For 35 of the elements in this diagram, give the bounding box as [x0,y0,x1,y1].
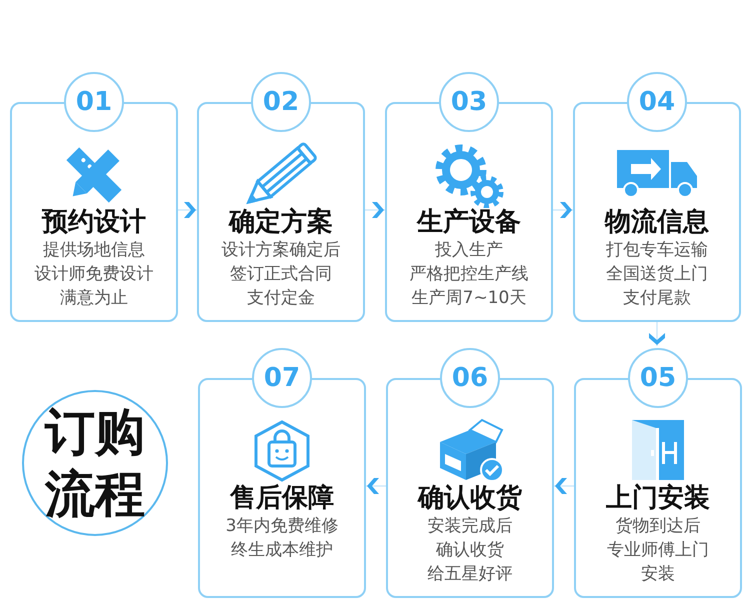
step-title: 售后保障 [230,483,334,513]
step-number-badge: 04 [627,72,687,132]
step-description: 3年内免费维修 [226,515,338,538]
step-description: 生产周7~10天 [412,287,526,310]
step-title: 上门安装 [606,483,710,513]
step-number-badge: 07 [252,348,312,408]
step-description: 投入生产 [435,239,503,262]
title-circle: 订购流程 [22,390,168,536]
step-number-badge: 06 [440,348,500,408]
step-description: 确认收货 [436,539,504,562]
step-title: 确认收货 [418,483,522,513]
step-title: 生产设备 [417,207,521,237]
step-number-badge: 03 [439,72,499,132]
step-description: 设计师免费设计 [34,263,154,286]
step-description: 严格把控生产线 [410,263,528,286]
step-title: 预约设计 [42,207,146,237]
step-description: 打包专车运输 [606,239,708,262]
step-description: 给五星好评 [428,563,512,586]
step-description: 安装完成后 [428,515,512,538]
step-description: 签订正式合同 [230,263,332,286]
step-description: 安装 [641,563,675,586]
step-description: 支付尾款 [623,287,691,310]
step-description: 设计方案确定后 [222,239,340,262]
step-number-badge: 02 [251,72,311,132]
step-number-badge: 05 [628,348,688,408]
step-description: 专业师傅上门 [607,539,709,562]
step-title: 确定方案 [229,207,333,237]
step-description: 货物到达后 [616,515,700,538]
step-description: 满意为止 [60,287,128,310]
step-description: 终生成本维护 [231,539,333,562]
step-description: 支付定金 [247,287,315,310]
step-title: 物流信息 [605,207,709,237]
step-number-badge: 01 [64,72,124,132]
step-description: 全国送货上门 [606,263,708,286]
step-description: 提供场地信息 [43,239,145,262]
